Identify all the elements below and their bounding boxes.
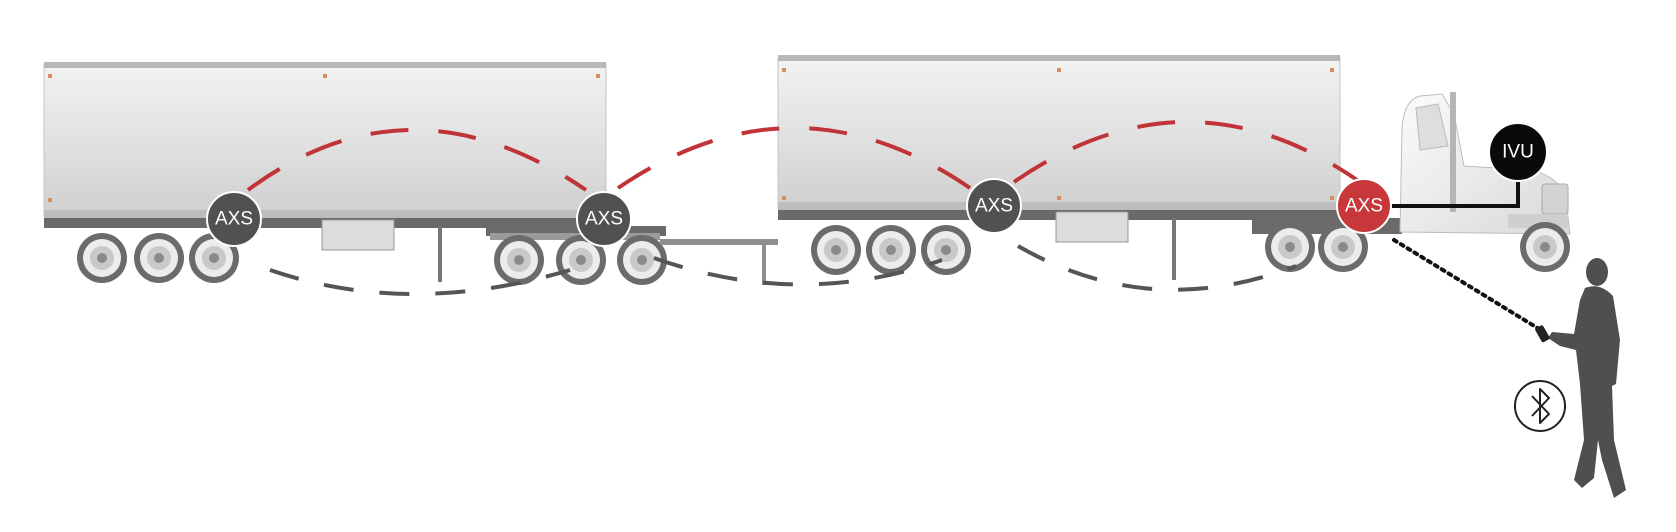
axs-node-rear-trailer-front: AXS: [206, 191, 262, 247]
rear-trailer-body: [43, 63, 607, 217]
axs-node-label: AXS: [975, 196, 1013, 217]
link-lower-3: [1017, 244, 1297, 292]
lead-trailer: [777, 55, 1341, 280]
wireless-links: [246, 120, 1362, 296]
axs-node-lead-trailer: AXS: [966, 178, 1022, 234]
ivu-node: IVU: [1488, 122, 1548, 182]
bluetooth-link: [1392, 238, 1546, 334]
axs-node-label: AXS: [215, 209, 253, 230]
phone-icon: [1535, 325, 1550, 343]
person-icon: [1548, 258, 1626, 498]
drawbar: [660, 239, 778, 245]
dolly: [494, 235, 778, 285]
rear-trailer: [43, 62, 666, 283]
axs-node-label: AXS: [585, 209, 623, 230]
axs-node-label: AXS: [1345, 196, 1383, 217]
rear-trailer-wheels: [77, 233, 239, 283]
axs-node-prime-mover: AXS: [1336, 178, 1392, 234]
lead-trailer-wheels: [811, 225, 971, 275]
wired-link: [1390, 180, 1520, 208]
axs-node-rear-trailer-back: AXS: [576, 191, 632, 247]
ivu-node-label: IVU: [1502, 142, 1534, 163]
dolly-wheels: [494, 235, 667, 285]
bluetooth-icon: [1514, 380, 1566, 432]
prime-mover: [1252, 92, 1571, 272]
lead-trailer-body: [777, 57, 1341, 209]
